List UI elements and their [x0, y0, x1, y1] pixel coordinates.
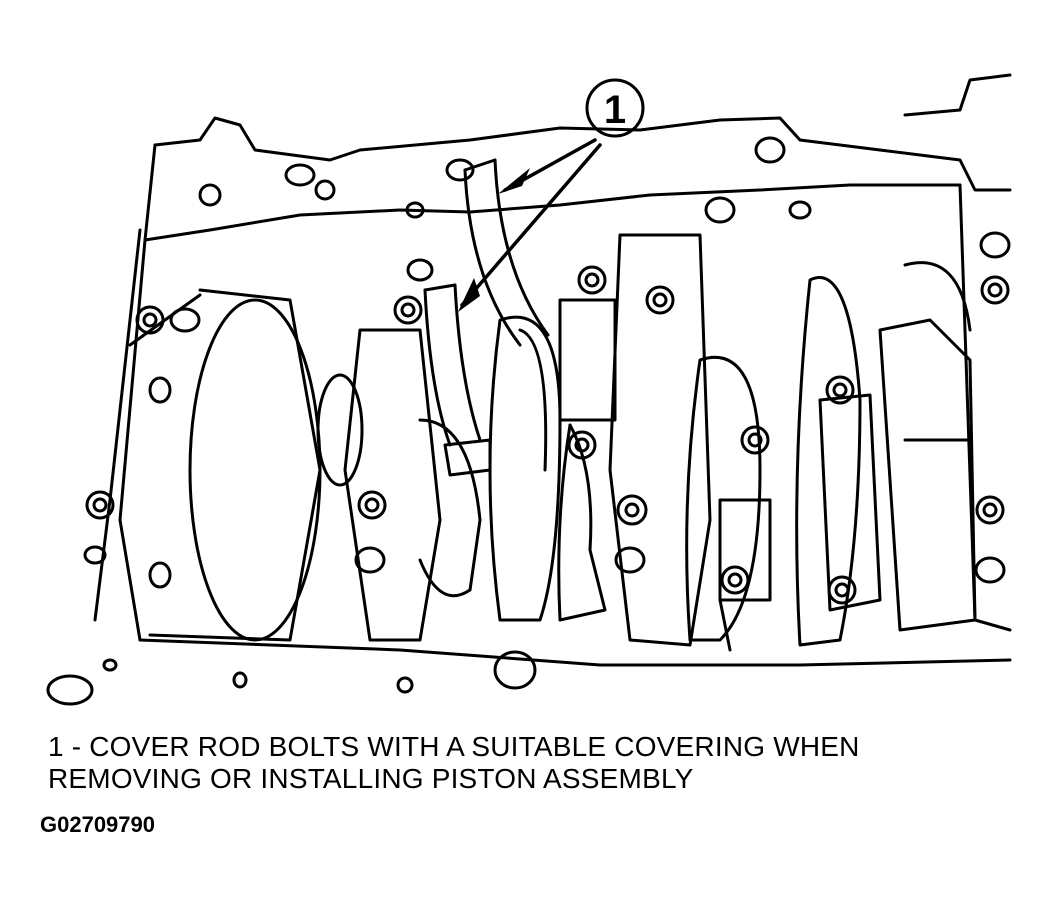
- callout-number: 1: [604, 88, 626, 132]
- caption-line-1: 1 - COVER ROD BOLTS WITH A SUITABLE COVE…: [48, 731, 860, 762]
- callout-circle: [585, 78, 645, 138]
- arrowhead-upper: [498, 168, 530, 194]
- block-holes: [46, 136, 1011, 706]
- figure-id: G02709790: [40, 812, 155, 837]
- rod-bolts: [85, 265, 1010, 605]
- caption-line-2: REMOVING OR INSTALLING PISTON ASSEMBLY: [48, 763, 694, 794]
- arrowhead-lower: [458, 278, 480, 312]
- bolt-covers: [423, 158, 550, 477]
- figure-caption: 1 - COVER ROD BOLTS WITH A SUITABLE COVE…: [48, 731, 1028, 795]
